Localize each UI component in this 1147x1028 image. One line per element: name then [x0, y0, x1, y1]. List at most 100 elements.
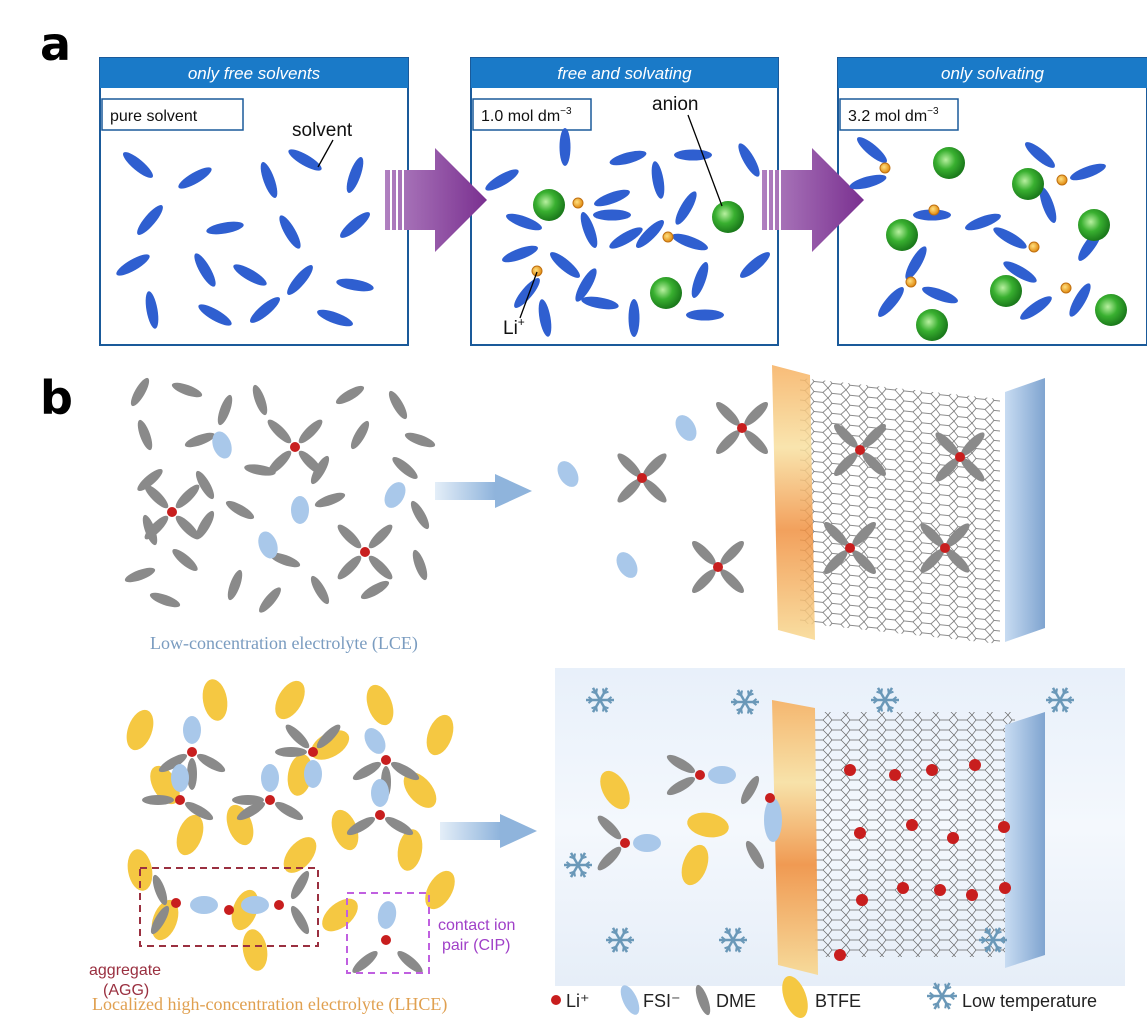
solvent-molecule [340, 212, 370, 238]
agg-box [139, 867, 319, 947]
concentration-label: 3.2 mol dm−3 [848, 106, 939, 125]
li-ion [844, 764, 856, 776]
panel-letter-a: a [40, 17, 71, 71]
fsi-legend-icon [620, 985, 640, 1015]
dme-molecule [150, 905, 170, 935]
dme-molecule [720, 569, 744, 593]
solvent-molecule [1070, 163, 1106, 181]
li-ion [856, 894, 868, 906]
legend-li: Li⁺ [566, 991, 590, 1011]
agg-label: aggregate [89, 962, 161, 979]
fsi-anion [616, 552, 638, 578]
dme-molecule [175, 484, 200, 509]
solvent-molecule [672, 233, 708, 251]
li-ion [940, 543, 950, 553]
btfe-molecule [600, 770, 630, 810]
legend-btfe: BTFE [815, 991, 861, 1011]
dme-molecule [352, 761, 382, 781]
fsi-anion [190, 896, 218, 914]
snowflake-icon [871, 687, 899, 713]
solvent-molecule [287, 265, 313, 295]
dme-molecule [346, 816, 376, 836]
arrow-2 [762, 148, 864, 252]
electrode-lce [772, 365, 1045, 645]
cip-label-2: pair (CIP) [442, 937, 510, 954]
dme-molecule [935, 457, 960, 482]
dme-molecule [392, 457, 418, 479]
dme-molecule [740, 775, 760, 805]
li-ion [620, 838, 630, 848]
dme-molecule [824, 550, 848, 574]
dme-molecule [337, 555, 362, 580]
li-ion [889, 769, 901, 781]
li-ion [897, 882, 909, 894]
btfe-molecule [687, 812, 729, 838]
li-ion [713, 562, 723, 572]
dme-molecule [834, 424, 858, 448]
btfe-molecule [331, 809, 359, 851]
anion [650, 277, 682, 309]
li-ion [998, 821, 1010, 833]
li-ion [999, 882, 1011, 894]
dme-molecule [314, 492, 346, 508]
dme-molecule [920, 523, 945, 548]
solvent-molecule [502, 245, 538, 263]
btfe-molecule [310, 730, 350, 760]
dme-molecule [269, 552, 301, 568]
btfe-molecule [242, 929, 268, 971]
anion [1012, 168, 1044, 200]
anion [916, 309, 948, 341]
btfe-molecule [425, 870, 455, 910]
dme-molecule [152, 874, 168, 906]
dme-molecule [175, 515, 200, 540]
dme-molecule [149, 592, 181, 608]
solvent-molecule [581, 296, 619, 310]
dme-molecule [945, 523, 970, 548]
fsi-anion [183, 716, 201, 744]
solvent-molecule [485, 169, 519, 191]
li-ion [187, 747, 197, 757]
anion [933, 147, 965, 179]
btfe-molecule [681, 844, 709, 886]
snowflake-icon [564, 852, 592, 878]
fsi-anion [557, 461, 579, 487]
dme-molecule [352, 951, 378, 973]
li-ion [879, 162, 891, 174]
li-ion [966, 889, 978, 901]
solvent-molecule [609, 227, 643, 249]
dme-molecule [298, 419, 323, 444]
fsi-anion [171, 764, 189, 792]
li-ion [274, 900, 284, 910]
solvent-molecule [538, 299, 552, 337]
dme-molecule [172, 549, 198, 571]
solvent-annotation: solvent [292, 120, 353, 141]
solvent-molecule [857, 137, 887, 163]
dme-molecule [692, 569, 716, 593]
lhce-label: Localized high-concentration electrolyte… [92, 994, 447, 1015]
btfe-molecule [426, 714, 454, 756]
li-ion [1060, 282, 1072, 294]
solvent-molecule [336, 278, 374, 292]
dme-molecule [196, 753, 226, 773]
dme-molecule [158, 753, 188, 773]
dme-molecule [720, 541, 744, 565]
anion-annotation: anion [652, 94, 699, 115]
dme-molecule [236, 801, 266, 821]
btfe-legend-icon [782, 975, 808, 1019]
dme-molecule [716, 430, 740, 454]
fsi-anion [212, 431, 232, 459]
solvent-molecule [878, 287, 904, 317]
li-ion [308, 747, 318, 757]
solvent-molecule [922, 286, 958, 304]
li-ion [375, 810, 385, 820]
dme-molecule [130, 377, 150, 407]
dme-molecule [862, 452, 886, 476]
dme-molecule [171, 382, 203, 398]
dme-molecule [945, 548, 970, 573]
panel-letter-b: b [40, 371, 73, 425]
fsi-anion [633, 834, 661, 852]
dme-molecule [397, 951, 423, 973]
snowflake-icon [1046, 687, 1074, 713]
dme-molecule [368, 524, 393, 549]
solvent-molecule [233, 264, 267, 286]
